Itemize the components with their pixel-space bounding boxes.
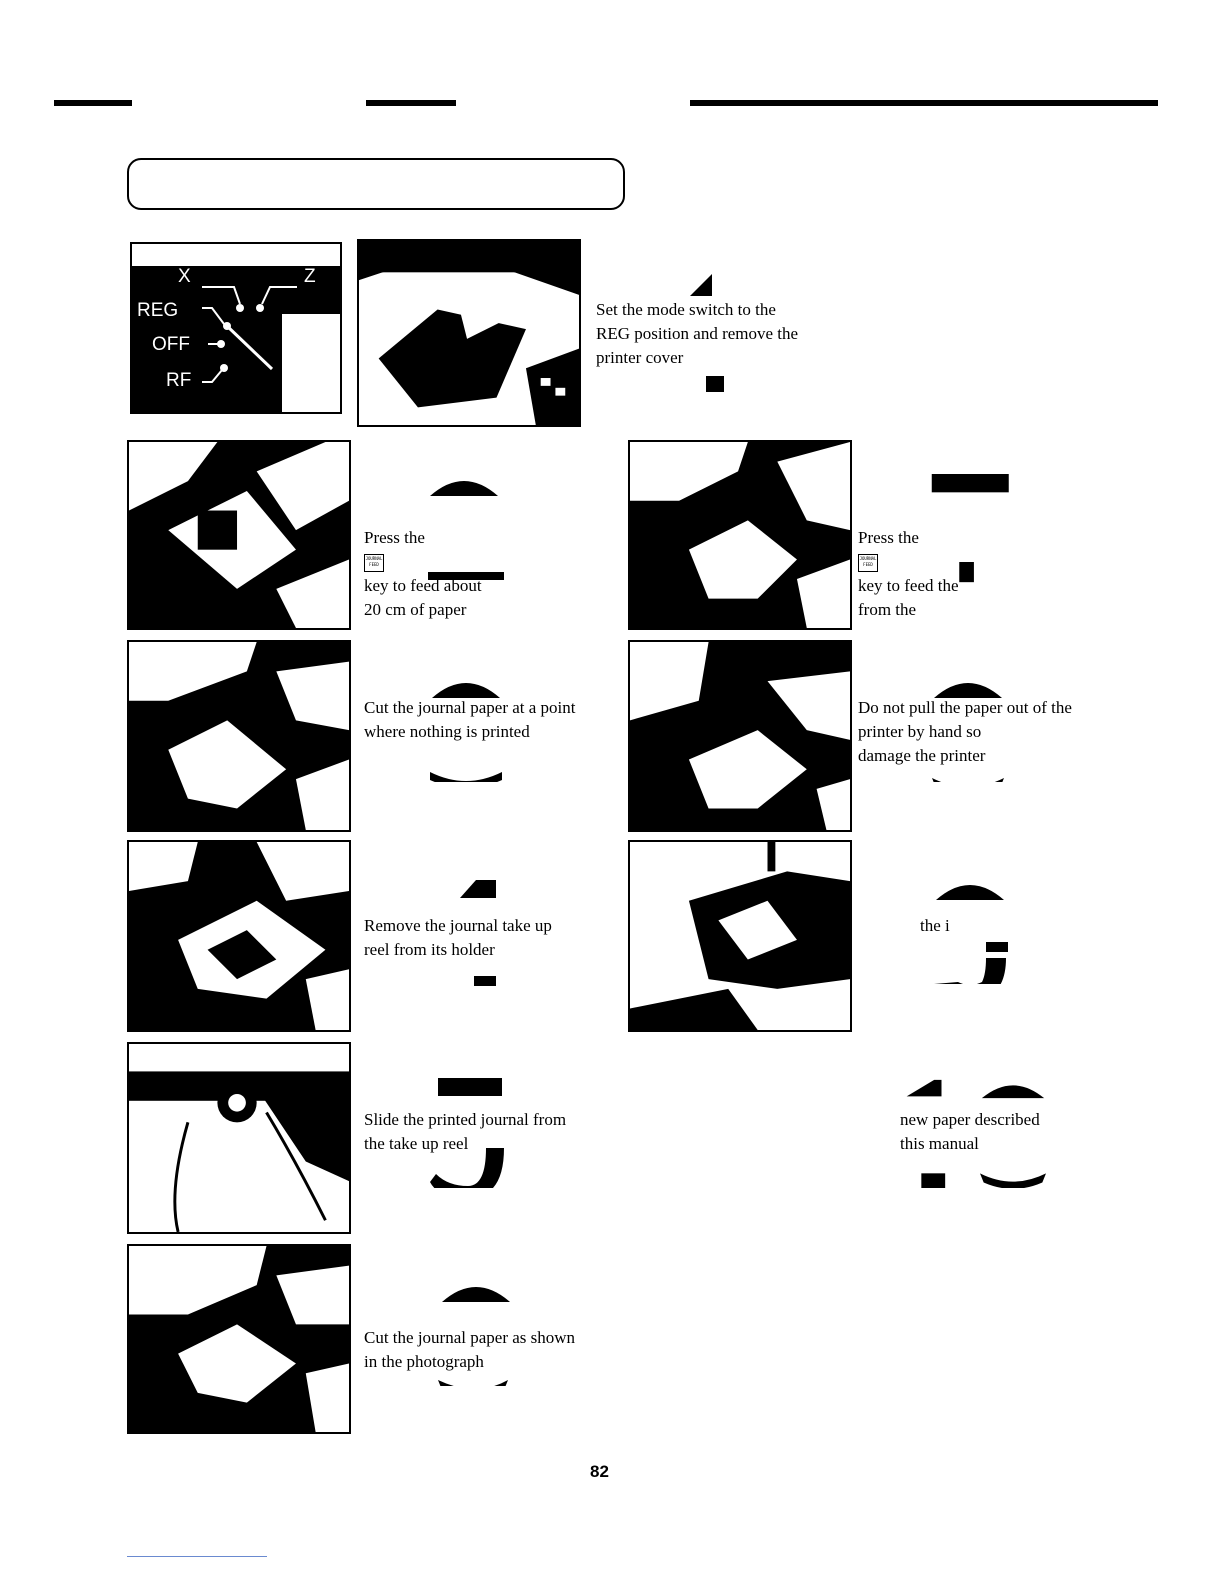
- switch-label-reg: REG: [137, 300, 179, 321]
- photo-step-9: [628, 840, 852, 1032]
- step-2-text-after: key to feed about 20 cm of paper: [364, 576, 482, 619]
- step-number-4: [456, 876, 506, 986]
- photo-step-8: [628, 640, 852, 832]
- photo-step-6: [127, 1244, 351, 1434]
- header-rule-middle: [366, 100, 456, 106]
- step-number-1: [682, 266, 724, 396]
- step-number-9: [930, 874, 1010, 984]
- photo-step-2: [127, 440, 351, 630]
- mode-switch-diagram: X Z REG OFF RF: [130, 242, 342, 414]
- step-4-text: Remove the journal take up reel from its…: [364, 916, 552, 959]
- step-6-text: Cut the journal paper as shown in the ph…: [364, 1328, 576, 1371]
- step-2-text-before: Press the: [364, 528, 425, 547]
- photo-step-5: [127, 1042, 351, 1234]
- photo-step-7: [628, 440, 852, 630]
- step-10-text: new paper described this manual: [900, 1110, 1040, 1153]
- step-number-8: [928, 672, 1008, 782]
- switch-label-x: X: [178, 266, 191, 287]
- step-number-5: [428, 1078, 508, 1188]
- photo-step-4: [127, 840, 351, 1032]
- photo-step-1: [357, 239, 581, 427]
- step-number-6: [436, 1276, 516, 1386]
- step-number-2: [424, 470, 504, 580]
- step-8-text: Do not pull the paper out of the printer…: [858, 698, 1072, 765]
- header-rule-right: [690, 100, 1158, 106]
- step-number-7: [928, 474, 1018, 584]
- step-3-text: Cut the journal paper at a point where n…: [364, 698, 576, 741]
- step-1-text: Set the mode switch to the REG position …: [596, 300, 799, 367]
- step-7-text-after: key to feed the from the: [858, 576, 959, 619]
- photo-step-3: [127, 640, 351, 832]
- page-number: 82: [590, 1462, 609, 1481]
- step-9-text: the i: [920, 916, 950, 935]
- step-5-text: Slide the printed journal from the take …: [364, 1110, 567, 1153]
- step-number-10: [900, 1078, 1060, 1188]
- header-rule-left: [54, 100, 132, 106]
- section-title-box: [127, 158, 625, 210]
- switch-label-off: OFF: [152, 334, 190, 355]
- mode-switch-lines: [132, 244, 340, 412]
- switch-label-z: Z: [304, 266, 316, 287]
- switch-label-rf: RF: [166, 370, 192, 391]
- step-number-3: [426, 672, 506, 782]
- footer-line: [127, 1556, 267, 1557]
- step-7-text-before: Press the: [858, 528, 919, 547]
